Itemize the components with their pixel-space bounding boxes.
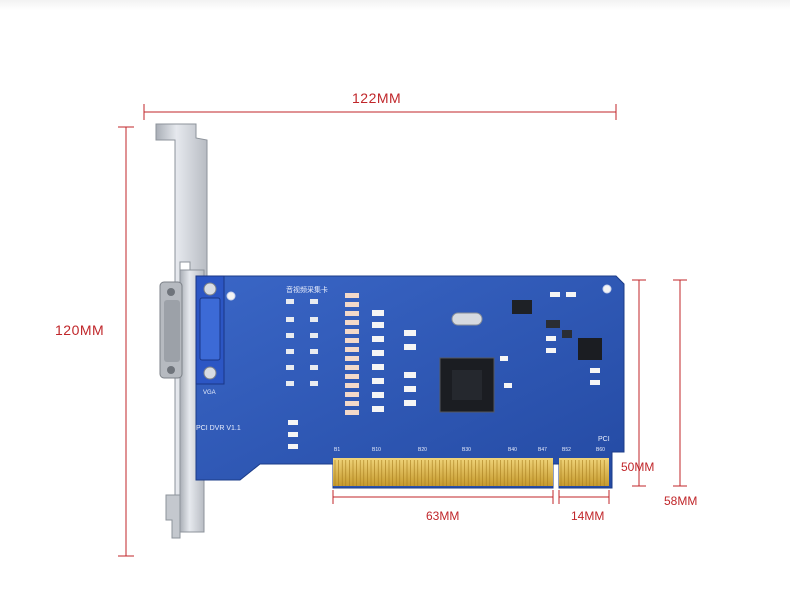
height-dimension-label: 120MM [55, 322, 105, 338]
card-height-dimension-label: 50MM [621, 460, 655, 474]
top-shadow-band [0, 0, 790, 10]
board-model-text: PCI DVR V1.1 [196, 425, 241, 432]
overall-height-dimension-label: 58MM [664, 494, 698, 508]
vga-silkscreen-label: VGA [203, 390, 216, 396]
pci-silkscreen-label: PCI [598, 436, 610, 443]
pin-label-b60: B60 [596, 447, 605, 453]
pcb-board: 音视频采集卡 PCI DVR V1.1 VGA PCI B1 B10 B20 B… [195, 275, 625, 489]
dimension-lines [118, 104, 687, 557]
pin-label-b30: B30 [462, 447, 471, 453]
pin-label-b1: B1 [334, 447, 340, 453]
gold-fingers-b [559, 458, 609, 486]
width-dimension-label: 122MM [352, 90, 402, 106]
pin-label-b52: B52 [562, 447, 571, 453]
connector-b-dimension-label: 14MM [571, 509, 605, 523]
pin-label-b47: B47 [538, 447, 547, 453]
connector-a-dimension-label: 63MM [426, 509, 460, 523]
pin-label-b10: B10 [372, 447, 381, 453]
board-title-text: 音视频采集卡 [286, 285, 328, 294]
pin-label-b40: B40 [508, 447, 517, 453]
pin-label-b20: B20 [418, 447, 427, 453]
